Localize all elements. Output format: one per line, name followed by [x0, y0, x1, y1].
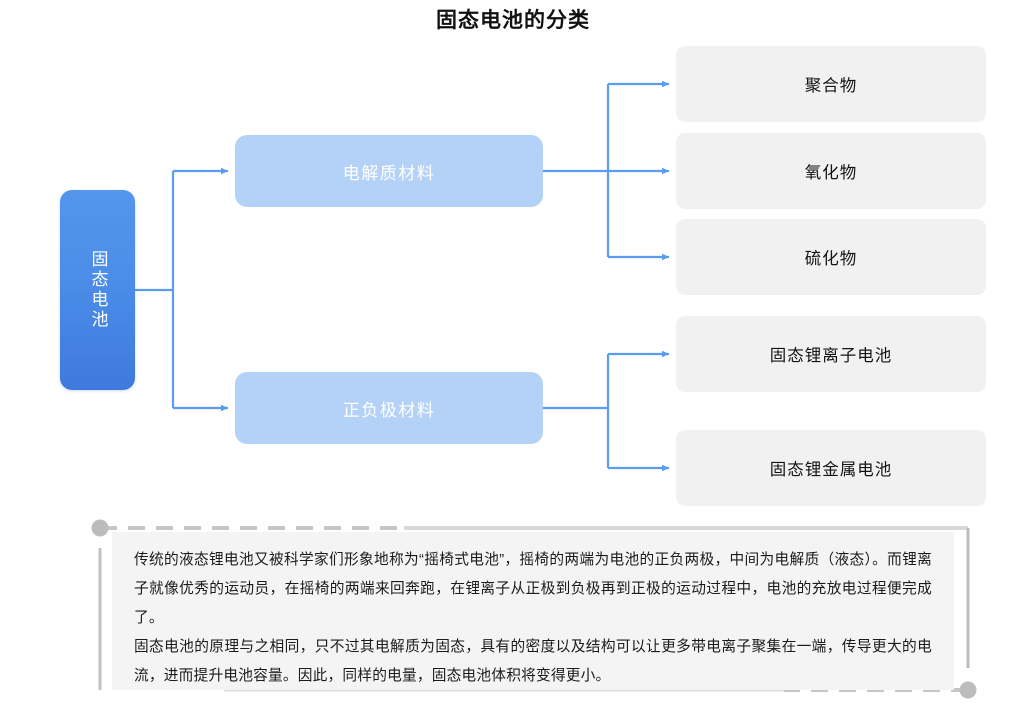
node-solid-state-lithium-ion-battery[interactable]: 固态锂离子电池 — [676, 316, 986, 392]
node-solid-state-lithium-metal-battery-label: 固态锂金属电池 — [769, 461, 893, 479]
note-frame-dot-bottom-right — [959, 681, 977, 699]
note-frame: 传统的液态锂电池又被科学家们形象地称为“摇椅式电池”，摇椅的两端为电池的正负两极… — [84, 518, 980, 700]
node-oxide[interactable]: 氧化物 — [676, 133, 986, 209]
node-sulfide[interactable]: 硫化物 — [676, 219, 986, 295]
node-electrolyte-material[interactable]: 电解质材料 — [235, 135, 543, 207]
node-root-label: 固态电池 — [88, 250, 108, 330]
node-solid-state-lithium-metal-battery[interactable]: 固态锂金属电池 — [676, 430, 986, 506]
note-frame-dot-top-left — [91, 519, 109, 537]
node-polymer[interactable]: 聚合物 — [676, 46, 986, 122]
page-title: 固态电池的分类 — [436, 9, 590, 32]
node-electrode-material-label: 正负极材料 — [342, 400, 436, 420]
node-polymer-label: 聚合物 — [804, 77, 858, 95]
node-solid-state-lithium-ion-battery-label: 固态锂离子电池 — [769, 347, 893, 365]
note-paragraph-2: 固态电池的原理与之相同，只不过其电解质为固态，具有的密度以及结构可以让更多带电离… — [134, 639, 932, 684]
node-sulfide-label: 硫化物 — [804, 250, 858, 268]
node-electrolyte-material-label: 电解质材料 — [342, 163, 436, 183]
note-paragraph-1: 传统的液态锂电池又被科学家们形象地称为“摇椅式电池”，摇椅的两端为电池的正负两极… — [134, 552, 932, 626]
node-electrode-material[interactable]: 正负极材料 — [235, 372, 543, 444]
note-body: 传统的液态锂电池又被科学家们形象地称为“摇椅式电池”，摇椅的两端为电池的正负两极… — [112, 532, 954, 690]
node-root-solid-state-battery[interactable]: 固态电池 — [60, 190, 135, 390]
node-oxide-label: 氧化物 — [804, 164, 858, 182]
note-frame-decoration — [91, 519, 977, 699]
